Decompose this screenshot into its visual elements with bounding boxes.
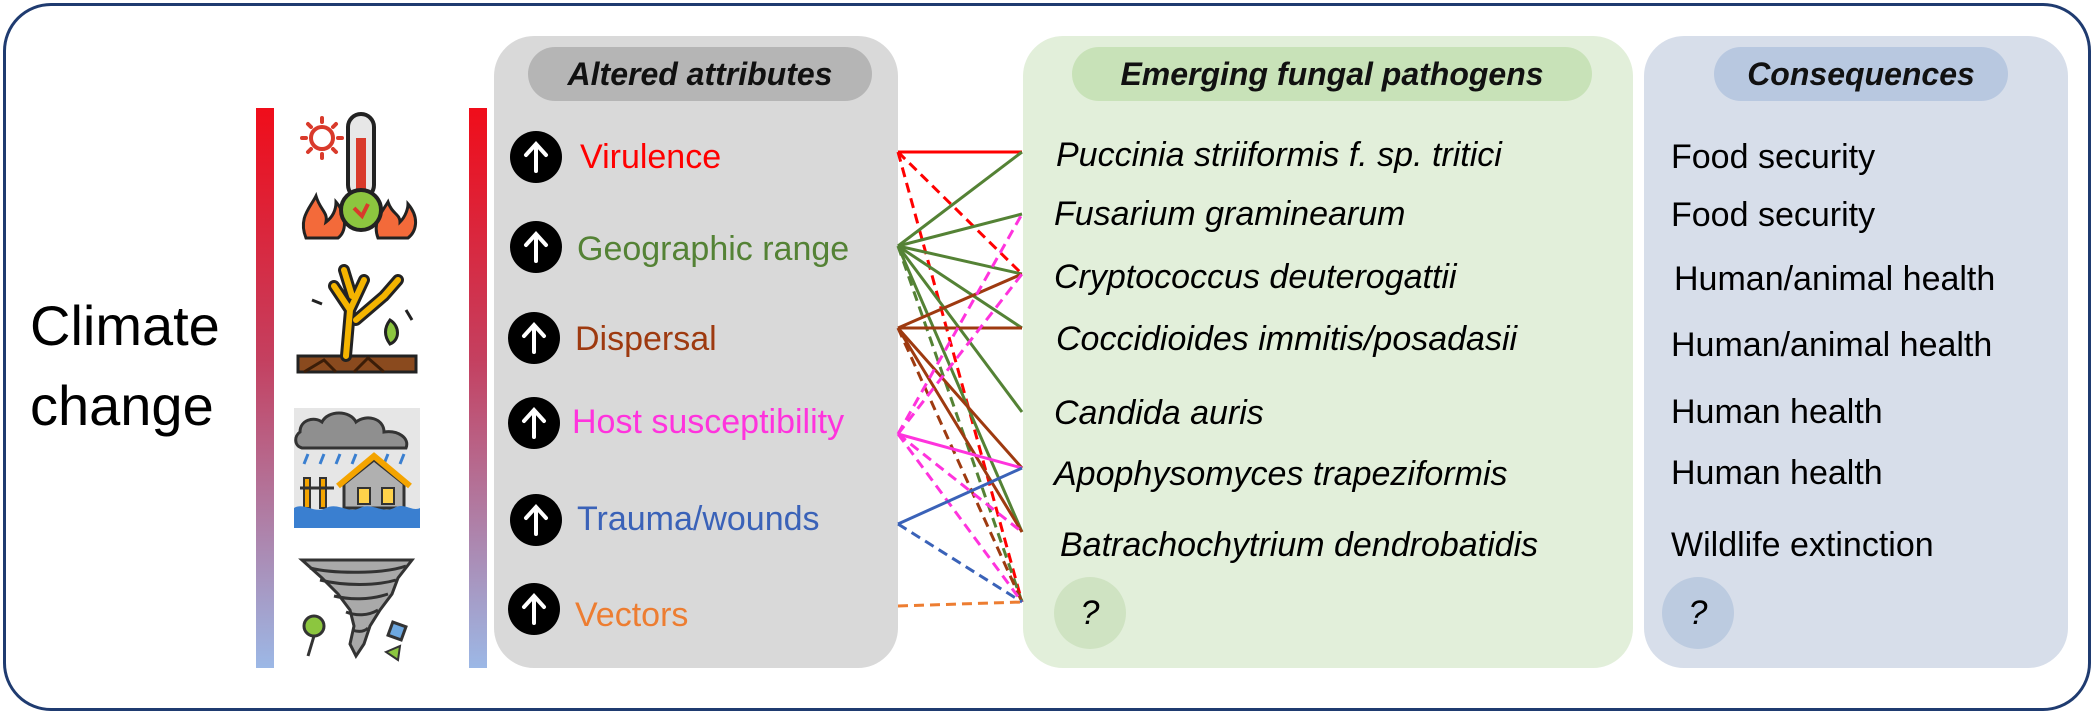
link-line <box>897 150 1023 248</box>
pathogen-item: Fusarium graminearum <box>1054 195 1406 233</box>
link-line <box>897 432 1023 534</box>
altered-attributes-header: Altered attributes <box>528 47 872 101</box>
link-line <box>896 327 1024 533</box>
consequence-item: Human health <box>1671 454 1883 492</box>
climate-label-line1: Climate <box>30 294 220 357</box>
pathogen-item: Coccidioides immitis/posadasii <box>1056 320 1518 358</box>
increase-arrow-icon <box>510 221 562 273</box>
drought-dead-tree-icon <box>294 260 420 382</box>
link-line <box>896 151 1024 603</box>
consequences-header: Consequences <box>1714 47 2008 101</box>
link-line <box>896 150 1024 276</box>
link-line <box>896 213 1024 435</box>
gradient-bar-right <box>469 108 487 668</box>
attribute-virulence: Virulence <box>580 138 722 176</box>
link-line <box>897 466 1023 526</box>
altered-attributes-panel <box>494 36 898 668</box>
attribute-vectors: Vectors <box>575 596 689 634</box>
attribute-dispersal: Dispersal <box>575 320 717 358</box>
pathogen-item: Batrachochytrium dendrobatidis <box>1060 526 1539 564</box>
unknown-pathogen-badge: ? <box>1054 577 1126 649</box>
link-line <box>897 244 1023 276</box>
unknown-consequence-badge: ? <box>1662 577 1734 649</box>
increase-arrow-icon <box>508 397 560 449</box>
increase-arrow-icon <box>508 583 560 635</box>
link-line <box>896 327 1024 603</box>
increase-arrow-icon <box>510 131 562 183</box>
pathogen-item: Candida auris <box>1054 394 1264 432</box>
attribute-host-susceptibility: Host susceptibility <box>572 403 845 441</box>
link-line <box>896 245 1024 533</box>
consequence-item: Food security <box>1671 196 1876 234</box>
attribute-trauma-wounds: Trauma/wounds <box>577 500 820 538</box>
attribute-geographic-range: Geographic range <box>577 230 850 268</box>
link-line <box>897 212 1023 248</box>
link-line <box>896 327 1024 469</box>
flood-storm-house-icon <box>294 408 420 528</box>
pathogen-item: Apophysomyces trapeziformis <box>1054 455 1508 493</box>
link-line <box>897 600 1023 608</box>
increase-arrow-icon <box>510 494 562 546</box>
increase-arrow-icon <box>508 312 560 364</box>
heat-thermometer-fire-icon <box>296 110 420 240</box>
consequence-item: Human/animal health <box>1671 326 1993 364</box>
consequence-item: Food security <box>1671 138 1876 176</box>
consequences-panel <box>1644 36 2068 668</box>
emerging-pathogens-panel <box>1023 36 1633 668</box>
link-line <box>897 522 1023 604</box>
climate-label-line2: change <box>30 374 214 437</box>
tornado-icon <box>294 552 420 666</box>
pathogen-item: Cryptococcus deuterogattii <box>1054 258 1457 296</box>
link-line <box>896 273 1024 435</box>
emerging-pathogens-header: Emerging fungal pathogens <box>1072 47 1592 101</box>
consequence-item: Wildlife extinction <box>1671 526 1934 564</box>
outer-frame <box>3 3 2091 711</box>
consequence-item: Human/animal health <box>1674 260 1996 298</box>
link-line <box>897 272 1023 330</box>
consequence-item: Human health <box>1671 393 1883 431</box>
link-line <box>897 432 1023 470</box>
gradient-bar-left <box>256 108 274 668</box>
pathogen-item: Puccinia striiformis f. sp. tritici <box>1056 136 1502 174</box>
link-line <box>896 433 1024 603</box>
link-line <box>897 244 1023 330</box>
